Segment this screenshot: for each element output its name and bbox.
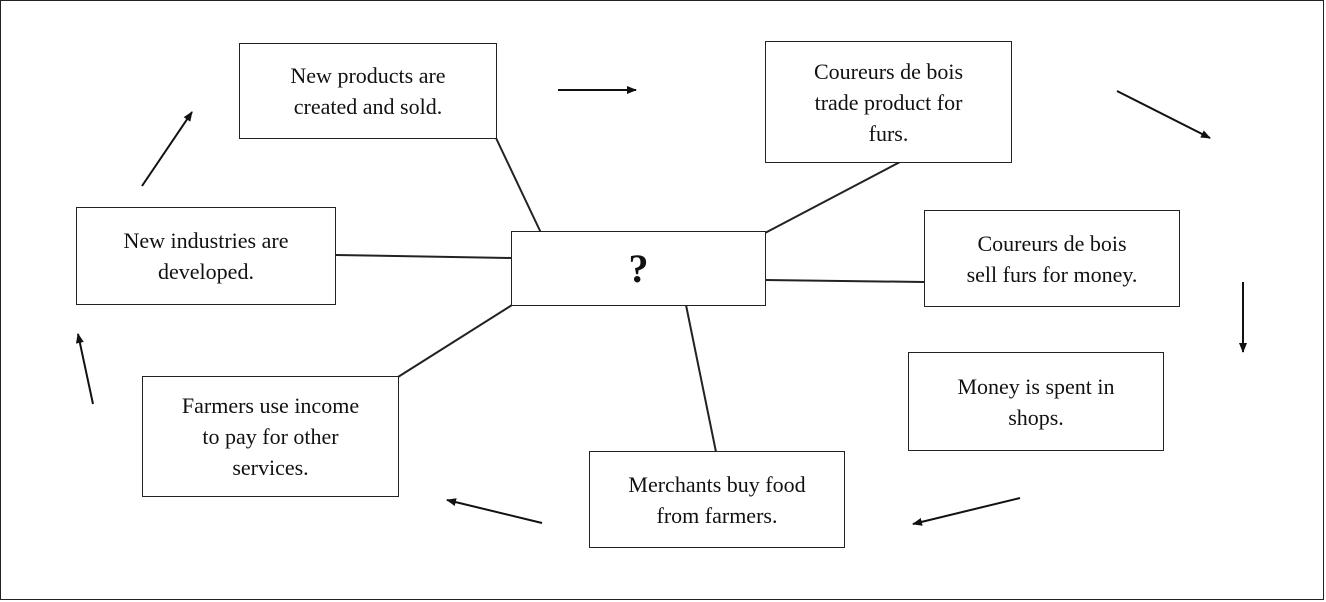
cycle-arrow-2 — [1116, 90, 1211, 139]
cycle-arrow-4 — [912, 497, 1021, 526]
spoke-line-new-industries — [335, 254, 513, 259]
box-new-industries: New industries are developed. — [76, 207, 336, 305]
spoke-line-farmers — [397, 304, 513, 378]
box-farmers-income-label: Farmers use income to pay for other serv… — [181, 393, 360, 480]
box-merchants-buy-label: Merchants buy food from farmers. — [628, 471, 806, 528]
box-coureurs-trade: Coureurs de bois trade product for furs. — [765, 41, 1012, 163]
box-coureurs-sell-label: Coureurs de bois sell furs for money. — [966, 230, 1138, 287]
box-merchants-buy: Merchants buy food from farmers. — [589, 451, 845, 548]
cycle-arrow-6 — [75, 333, 94, 405]
box-coureurs-sell: Coureurs de bois sell furs for money. — [924, 210, 1180, 307]
box-money-spent: Money is spent in shops. — [908, 352, 1164, 451]
center-question-label: ? — [628, 246, 649, 291]
cycle-arrow-5 — [446, 498, 543, 524]
center-question-box: ? — [511, 231, 766, 306]
box-new-industries-label: New industries are developed. — [123, 228, 289, 284]
spoke-line-coureurs-trade — [764, 161, 901, 234]
spoke-line-merchants — [685, 304, 717, 453]
box-farmers-income: Farmers use income to pay for other serv… — [142, 376, 399, 497]
spoke-line-new-products — [495, 137, 543, 236]
cycle-arrow-7 — [141, 111, 193, 187]
box-new-products: New products are created and sold. — [239, 43, 497, 139]
spoke-line-coureurs-sell — [764, 279, 925, 283]
box-money-spent-label: Money is spent in shops. — [957, 373, 1115, 430]
box-coureurs-trade-label: Coureurs de bois trade product for furs. — [813, 58, 964, 146]
box-new-products-label: New products are created and sold. — [290, 63, 446, 119]
